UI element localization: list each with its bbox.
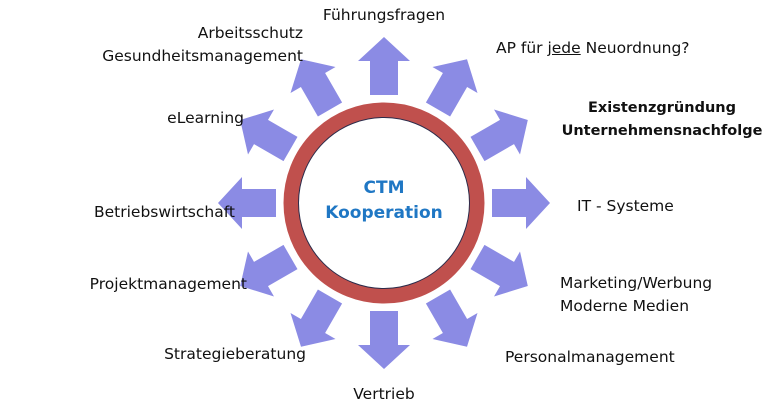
arrow-icon [240,109,298,162]
label-arbeitsschutz-line2: Gesundheitsmanagement [102,47,303,65]
label-fuehrungsfragen: Führungsfragen [322,6,446,24]
arrow-icon [290,59,343,117]
center-subtitle: Kooperation [325,203,443,223]
label-marketing: Marketing/Werbung Moderne Medien [560,272,712,318]
arrow-icon [492,177,550,229]
label-arbeitsschutz-line1: Arbeitsschutz [197,24,303,42]
center-title: CTM [363,178,405,198]
label-projektmanagement: Projektmanagement [89,275,247,293]
label-elearning: eLearning [167,109,244,127]
center-label: CTM Kooperation [304,176,464,226]
label-strategieberatung: Strategieberatung [164,345,306,363]
arrow-icon [425,59,478,117]
label-betriebswirtschaft: Betriebswirtschaft [94,203,235,221]
center-ring [283,102,485,304]
label-existenzgruendung: Existenzgründung Unternehmensnachfolge [560,97,764,143]
arrow-icon [470,244,528,297]
label-existenz-line1: Existenzgründung [588,100,736,116]
arrow-icon [218,177,276,229]
arrow-icon [470,109,528,162]
label-existenz-line2: Unternehmensnachfolge [561,123,763,139]
label-vertrieb: Vertrieb [353,385,415,403]
label-marketing-line2: Moderne Medien [560,297,690,315]
arrow-icon [425,289,478,347]
arrows-group [218,37,550,369]
label-marketing-line1: Marketing/Werbung [560,274,713,292]
label-personalmanagement: Personalmanagement [505,348,675,366]
arrow-icon [358,37,410,95]
label-it-systeme: IT - Systeme [577,197,674,215]
arrow-icon [358,311,410,369]
label-ap-suffix: Neuordnung? [580,39,690,57]
arrow-icon [240,244,298,297]
arrow-icon [290,289,343,347]
inner-ring-border [298,117,470,289]
label-ap-prefix: AP für [496,39,548,57]
label-ap-underlined: jede [547,39,581,57]
label-arbeitsschutz: Arbeitsschutz Gesundheitsmanagement [102,22,303,68]
label-ap-neuordnung: AP für jede Neuordnung? [496,37,690,60]
